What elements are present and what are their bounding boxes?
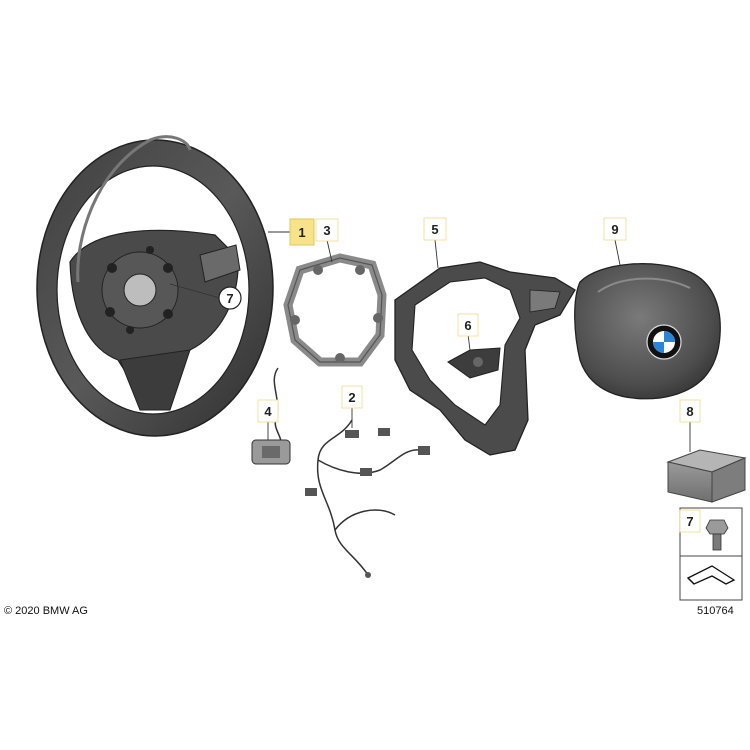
part-number-6: 6 <box>464 318 471 333</box>
part-label-3[interactable]: 3 <box>315 218 339 242</box>
callout-number-7: 7 <box>226 291 233 306</box>
callout-bolt-7[interactable]: 7 <box>218 286 242 310</box>
bmw-logo-icon <box>646 324 682 360</box>
part-number-7: 7 <box>686 514 693 529</box>
part-label-2[interactable]: 2 <box>341 385 363 409</box>
part-label-4[interactable]: 4 <box>257 399 279 423</box>
wiring-harness[interactable] <box>305 419 430 578</box>
part-number-9: 9 <box>611 222 618 237</box>
reference-arrow-icon <box>686 565 736 585</box>
part-label-9[interactable]: 9 <box>603 217 627 241</box>
part-number-8: 8 <box>686 404 693 419</box>
part-label-1[interactable]: 1 <box>289 218 315 246</box>
part-number-4: 4 <box>264 404 272 419</box>
part-number-3: 3 <box>323 223 330 238</box>
part-number-2: 2 <box>348 390 355 405</box>
steering-wheel[interactable] <box>36 135 274 437</box>
leader-lines <box>169 231 691 452</box>
part-label-8[interactable]: 8 <box>679 399 701 423</box>
small-parts-box[interactable] <box>666 449 747 503</box>
part-label-7[interactable]: 7 <box>679 509 701 533</box>
clock-spring-ring[interactable] <box>283 253 387 367</box>
copyright-text: © 2020 BMW AG <box>4 605 88 617</box>
part-number-5: 5 <box>431 222 438 237</box>
part-number-1: 1 <box>298 225 305 240</box>
bolt-icon <box>705 519 729 551</box>
airbag-module[interactable] <box>574 263 721 400</box>
part-label-5[interactable]: 5 <box>423 217 447 241</box>
part-label-6[interactable]: 6 <box>457 313 479 337</box>
diagram-number: 510764 <box>697 605 734 617</box>
steering-wheel-button[interactable] <box>447 347 501 379</box>
